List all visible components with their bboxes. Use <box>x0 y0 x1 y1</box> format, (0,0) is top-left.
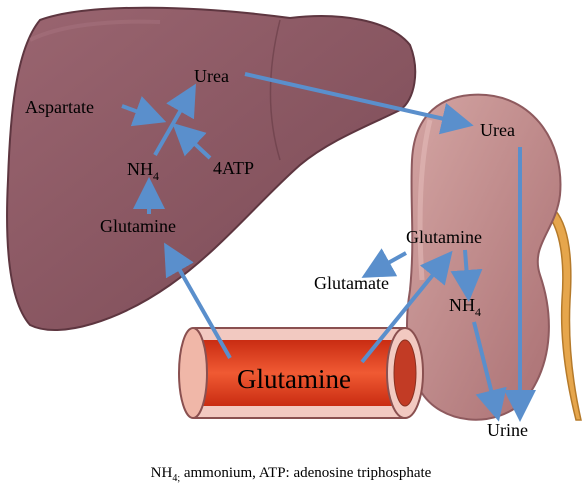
label-kidney-urea: Urea <box>480 120 515 140</box>
label-aspartate: Aspartate <box>25 97 94 117</box>
ammonia-metabolism-diagram: Urea Aspartate NH4 4ATP Glutamine Urea G… <box>6 6 582 440</box>
arrow-glutamine-to-nh4-kidney <box>450 249 483 302</box>
label-atp: 4ATP <box>213 158 254 178</box>
caption-nh4: NH <box>150 465 173 481</box>
label-urine: Urine <box>487 420 528 440</box>
label-nh4-liver: NH4 <box>127 159 159 183</box>
ureter <box>546 208 582 421</box>
arrow-glutamine-to-glutamate <box>361 248 407 278</box>
arrow-vessel-to-kidney <box>360 250 453 364</box>
label-nh4-kidney: NH4 <box>449 295 481 319</box>
label-liver-urea: Urea <box>194 66 229 86</box>
figure-caption: NH4; ammonium, ATP: adenosine triphospha… <box>0 465 582 484</box>
label-glutamate: Glutamate <box>314 273 389 293</box>
arrow-aspartate-to-center <box>121 96 167 127</box>
label-kidney-glutamine: Glutamine <box>406 227 482 247</box>
arrow-atp-to-center <box>172 122 212 160</box>
label-vessel-glutamine: Glutamine <box>237 364 351 394</box>
blood-vessel <box>178 327 424 419</box>
arrow-vessel-to-liver <box>164 242 232 359</box>
arrow-nh4-to-urine <box>472 321 507 422</box>
kidney-organ <box>406 93 562 421</box>
flow-arrows <box>121 72 536 422</box>
label-liver-glutamine: Glutamine <box>100 216 176 236</box>
arrow-urea-liver-to-kidney <box>244 72 474 135</box>
caption-rest: ammonium, ATP: adenosine triphosphate <box>180 465 432 481</box>
caption-nh4-sub: 4; <box>172 473 181 484</box>
